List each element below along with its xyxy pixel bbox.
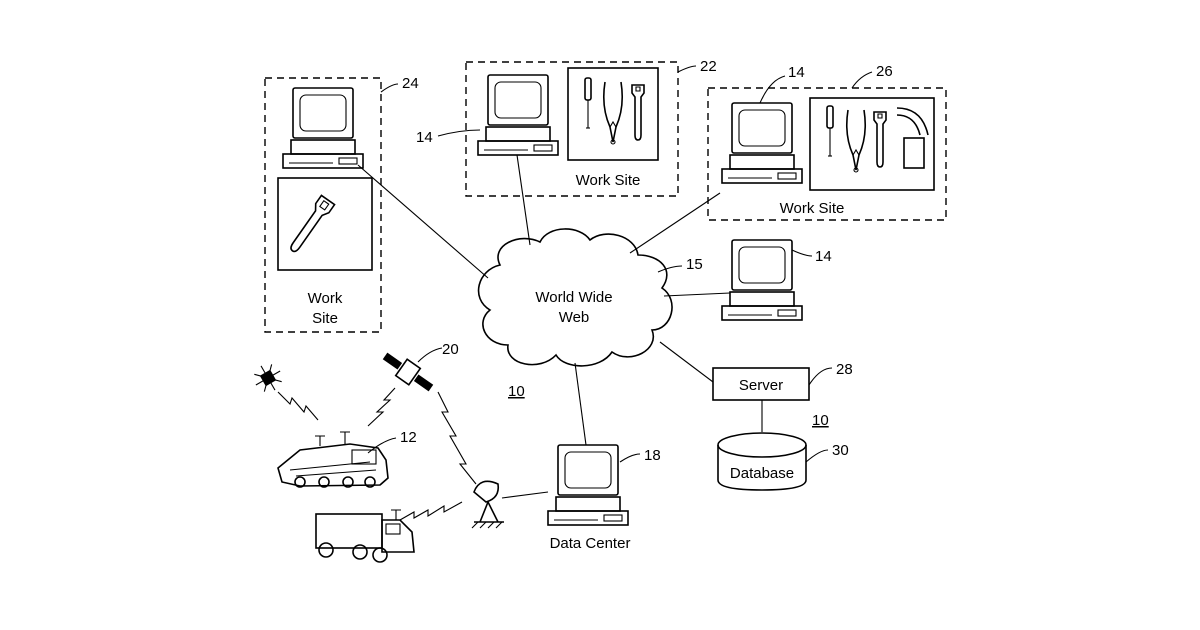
network-links (358, 155, 762, 498)
work-site-left-label-line1: Work (308, 290, 343, 307)
database-label: Database (730, 465, 794, 482)
ref-server: 28 (836, 361, 853, 378)
ref-satellite: 20 (442, 341, 459, 358)
cloud-label-line1: World Wide (535, 289, 612, 306)
ref-site-right: 26 (876, 63, 893, 80)
database: Database 30 (718, 433, 849, 490)
computer-icon (283, 88, 363, 168)
ref-computer-standalone: 14 (815, 248, 832, 265)
ref-system-right: 10 (812, 412, 829, 429)
server: Server 28 10 (713, 361, 853, 429)
computer-icon (548, 445, 628, 525)
screwdriver-icon (827, 106, 833, 156)
pliers-icon (847, 110, 865, 172)
radio-links (278, 388, 476, 520)
satellite-dish-icon (472, 481, 504, 528)
ref-data-center: 18 (644, 447, 661, 464)
ref-system-center: 10 (508, 383, 525, 400)
cloud-label-line2: Web (559, 309, 590, 326)
work-site-left: Work Site 24 (265, 75, 419, 332)
server-label: Server (739, 377, 783, 394)
wrench-icon (286, 195, 335, 255)
work-site-right-label: Work Site (780, 200, 845, 217)
computer-icon (722, 103, 802, 183)
tool-panel (568, 68, 658, 160)
ref-cloud: 15 (686, 256, 703, 273)
pliers-icon (604, 82, 622, 144)
tool-panel (810, 98, 934, 190)
truck-icon (316, 510, 414, 562)
satellite-small (249, 359, 287, 397)
work-site-top-label: Work Site (576, 172, 641, 189)
ref-locomotive: 12 (400, 429, 417, 446)
meter-icon (897, 108, 928, 168)
wrench-icon (632, 85, 644, 140)
ref-computer-top: 14 (416, 129, 433, 146)
data-center-label: Data Center (550, 535, 631, 552)
satellite-large (379, 348, 436, 397)
work-site-right: Work Site 14 26 (708, 63, 946, 220)
computer-icon (478, 75, 558, 155)
remote-computer: 14 (722, 240, 832, 320)
tool-panel (278, 178, 372, 270)
ref-database: 30 (832, 442, 849, 459)
locomotive-icon: 12 (278, 429, 417, 487)
wrench-icon (874, 112, 886, 167)
ref-site-top: 22 (700, 58, 717, 75)
work-site-left-label-line2: Site (312, 310, 338, 327)
work-site-top-boundary (466, 62, 678, 196)
data-center: Data Center 18 10 (508, 383, 661, 552)
computer-icon (722, 240, 802, 320)
world-wide-web-cloud: World Wide Web 15 (479, 229, 703, 366)
screwdriver-icon (585, 78, 591, 128)
work-site-top: Work Site 14 22 (416, 58, 717, 196)
ref-computer-right-site: 14 (788, 64, 805, 81)
ref-site-left: 24 (402, 75, 419, 92)
